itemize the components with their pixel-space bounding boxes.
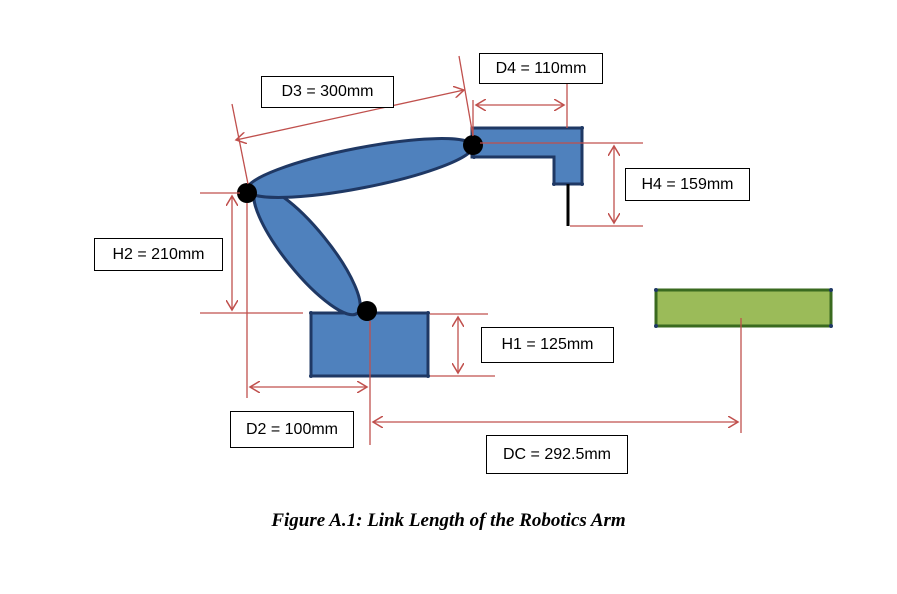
label-d2: D2 = 100mm <box>230 411 354 448</box>
link-upper-arm <box>245 137 475 199</box>
joint-base <box>357 301 377 321</box>
joint-elbow <box>463 135 483 155</box>
dimension-lines <box>200 55 742 445</box>
figure-caption: Figure A.1: Link Length of the Robotics … <box>271 510 626 531</box>
d3-arrow <box>236 90 464 140</box>
target-block <box>654 288 833 328</box>
shape-handles <box>309 126 833 378</box>
label-dc: DC = 292.5mm <box>486 435 628 474</box>
label-h2: H2 = 210mm <box>94 238 223 271</box>
label-h1: H1 = 125mm <box>481 327 614 363</box>
label-h4: H4 = 159mm <box>625 168 750 201</box>
label-d4: D4 = 110mm <box>479 53 603 84</box>
end-effector-link <box>470 126 584 186</box>
label-d3: D3 = 300mm <box>261 76 394 108</box>
joint-shoulder <box>237 183 257 203</box>
